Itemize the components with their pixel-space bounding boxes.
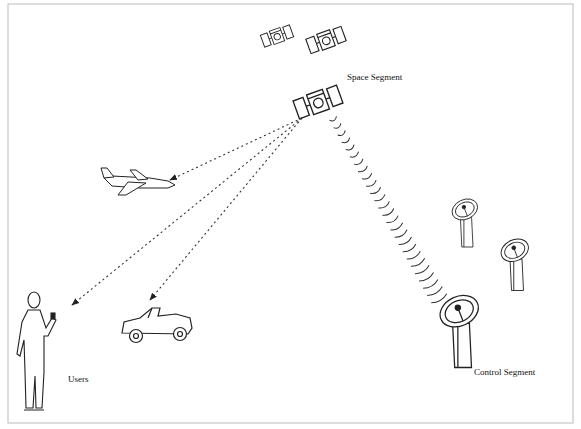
signal-wave [411,258,426,268]
signal-wave [338,130,347,137]
signal-wave [354,159,364,166]
signal-wave [395,230,409,239]
segment-label: Users [68,375,89,385]
signal-wave [374,194,386,202]
signal-wave [415,265,430,275]
satellite [260,24,294,48]
frame [8,4,573,423]
person [17,292,56,410]
signal-wave [342,138,351,145]
signal-wave [427,287,443,298]
signal-wave [386,216,399,225]
signal-wave [407,251,422,261]
segment-label: Space Segment [347,73,402,83]
satellite [293,84,344,120]
signal-wave [419,272,435,283]
signal-wave [350,152,360,159]
signal-wave [346,145,356,152]
signal-wave [378,201,390,210]
signal-ray [72,118,302,305]
ground-antenna [435,289,484,367]
signal-wave [403,244,417,254]
signal-wave [370,187,382,195]
ground-antenna [449,195,481,247]
signal-wave [334,123,343,129]
signal-wave [330,116,338,122]
signal-wave [399,237,413,247]
car [122,308,192,343]
signal-wave [382,209,395,218]
signal-wave [423,280,439,291]
segment-label: Control Segment [474,368,535,378]
signal-wave [358,166,369,174]
signal-wave [391,223,404,232]
signal-ray [170,118,302,180]
signal-ray [150,118,302,300]
satellite [306,26,347,55]
ground-antenna [497,235,532,291]
signal-wave [362,173,373,181]
airplane [101,168,175,195]
signal-wave [366,180,377,188]
